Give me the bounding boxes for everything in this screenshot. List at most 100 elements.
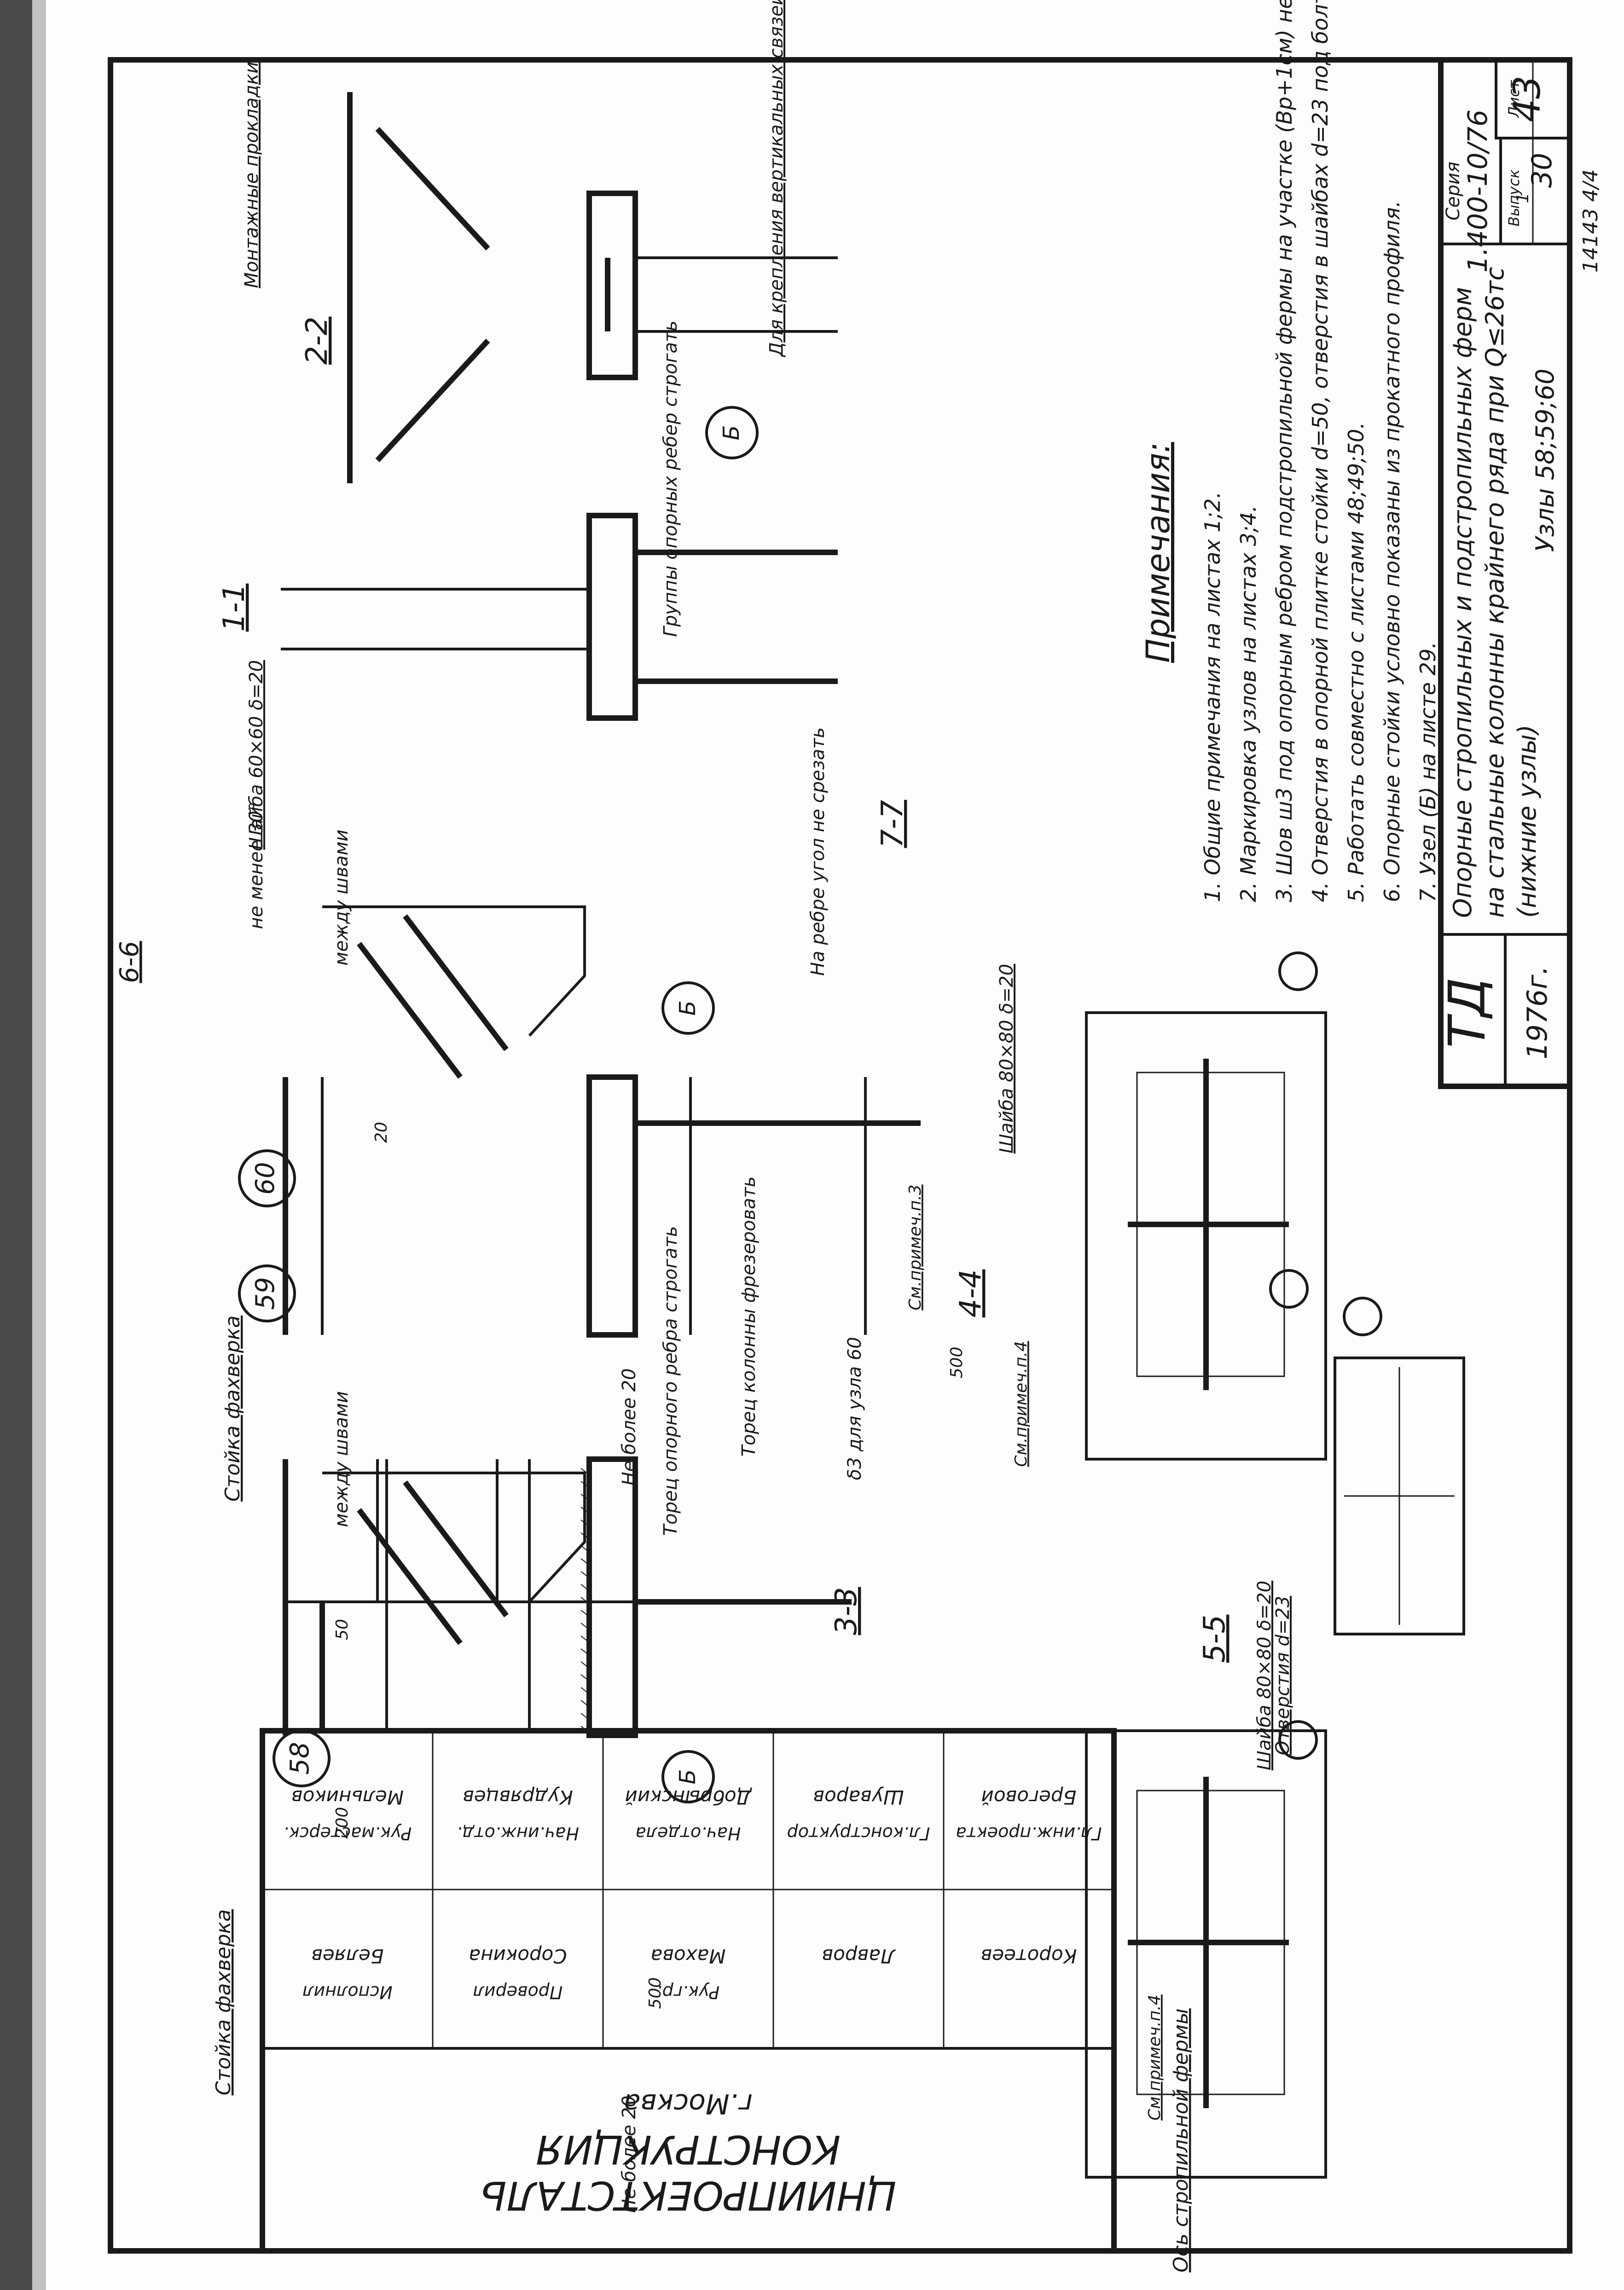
page-number: 43 bbox=[1506, 75, 1549, 122]
signature-cell: Рук.гр. Махова bbox=[650, 1945, 725, 2002]
drawing-frame bbox=[108, 57, 1572, 2254]
note-item: 4. Отверстия в опорной плитке стойки d=5… bbox=[1308, 0, 1333, 902]
year: 1976г. bbox=[1521, 966, 1554, 1059]
node-58-view: 58 Б 3-3 Стойка фахверка 500 200 50 Не б… bbox=[212, 1176, 864, 2213]
signature-cell: Лавров bbox=[822, 1945, 896, 1967]
notes-heading: Примечания: bbox=[1139, 442, 1177, 663]
label-see-note4: См.примеч.п.4 bbox=[1012, 1341, 1031, 1467]
section-1-1: 1-1 bbox=[217, 584, 251, 632]
node-mark-b-58: Б bbox=[675, 1769, 701, 1785]
node-mark-b-60: Б bbox=[675, 1001, 701, 1016]
note-item: 6. Опорные стойки условно показаны из пр… bbox=[1380, 201, 1404, 902]
signature-cell: Исполнил Беляев bbox=[302, 1945, 393, 2002]
section-3-3: 3-3 bbox=[829, 1587, 864, 1635]
label-see-note3: См.примеч.п.3 bbox=[906, 1184, 925, 1310]
label-mounting-pads: Монтажные прокладки bbox=[241, 62, 262, 288]
nodes-caption: Узлы 58;59;60 bbox=[1531, 369, 1560, 552]
signature-name: Сорокина bbox=[469, 1945, 567, 1967]
label-column-fachwerk-left: Стойка фахверка bbox=[212, 1909, 235, 2096]
signature-role: Исполнил bbox=[302, 1982, 393, 2002]
signature-role: Гл.конструктор bbox=[787, 1823, 930, 1844]
node-mark-b-22: Б bbox=[719, 425, 744, 441]
sheet-label: Лист bbox=[1505, 80, 1523, 118]
signature-role: Нач.отдела bbox=[635, 1823, 741, 1844]
label-end-column-mill: Торец колонны фрезеровать bbox=[738, 1176, 760, 1456]
dim-500-mid: 500 bbox=[947, 1347, 966, 1379]
note-item: 1. Общие примечания на листах 1;2. bbox=[1200, 492, 1225, 902]
series-label: Серия bbox=[1443, 162, 1464, 220]
org-name-line2: КОНСТРУКЦИЯ bbox=[536, 2126, 841, 2172]
sheet-title: Опорные стропильных и подстропильных фер… bbox=[1448, 267, 1542, 918]
label-between-welds-58: между швами bbox=[331, 1391, 352, 1527]
signature-name: Добрынский bbox=[625, 1786, 753, 1809]
signature-name: Шуваров bbox=[813, 1786, 904, 1809]
signature-name: Кудрявцев bbox=[463, 1786, 573, 1809]
section-5-5: 5-5 bbox=[1198, 1615, 1232, 1663]
signature-name: Беляев bbox=[311, 1945, 383, 1967]
sheet-number: 30 bbox=[1526, 153, 1558, 188]
label-delta3-node60: δ3 для узла 60 bbox=[844, 1337, 865, 1480]
note-item: 5. Работать совместно с листами 48;49;50… bbox=[1344, 422, 1369, 902]
label-not-more-20-b: Не более 20 bbox=[619, 1368, 640, 1486]
signature-role: Нач.инж.отд. bbox=[457, 1823, 579, 1844]
label-not-more-20-a: Не более 20 bbox=[619, 2096, 640, 2213]
org-name: ЦНИИПРОЕКТСТАЛЬ bbox=[479, 2172, 897, 2218]
note-item: 2. Маркировка узлов на листах 3;4. bbox=[1236, 505, 1261, 902]
signature-role: Рук.гр. bbox=[657, 1982, 720, 2002]
dim-50-left: 50 bbox=[333, 1619, 352, 1640]
issue-label: Выпуск bbox=[1505, 169, 1523, 226]
signature-cell: Рук.мастерск. Мельников bbox=[284, 1786, 412, 1844]
label-axis-truss: Ось стропильной фермы bbox=[1169, 2008, 1193, 2273]
signature-cell: Проверил Сорокина bbox=[469, 1945, 567, 2002]
signature-cell: Гл.инж.проекта Бреговой bbox=[956, 1786, 1102, 1844]
signature-name: Бреговой bbox=[981, 1786, 1077, 1809]
dim-200-left: 200 bbox=[333, 1807, 352, 1839]
section-2-2-view: 2-2 Монтажные прокладки Для крепления ве… bbox=[115, 0, 910, 983]
label-not-less-30: не менее 30° bbox=[246, 801, 267, 929]
node-59-60-view: 59 60 Б Стойка фахверка 4-4 500 20 Не бо… bbox=[221, 727, 1031, 1502]
signature-cell: Коротеев bbox=[981, 1945, 1077, 1967]
section-2-2: 2-2 bbox=[300, 317, 334, 365]
section-7-7: 7-7 bbox=[876, 800, 910, 848]
signature-name: Махова bbox=[650, 1945, 725, 1967]
title-block: ТД 1976г. Опорные стропильных и подстроп… bbox=[1438, 57, 1572, 1089]
handwritten-sheet-no: 14143 4/4 bbox=[1579, 169, 1602, 273]
node-mark-59: 59 bbox=[250, 1277, 280, 1310]
signature-cell: Гл.конструктор Шуваров bbox=[787, 1786, 930, 1844]
section-6-6: 6-6 bbox=[115, 941, 145, 983]
node-mark-60: 60 bbox=[250, 1162, 280, 1194]
label-see-note4b: См.примеч.п.4 bbox=[1145, 1994, 1164, 2120]
signature-name: Лавров bbox=[822, 1945, 896, 1967]
stamp-td: ТД bbox=[1438, 977, 1496, 1048]
binding-edge bbox=[0, 0, 32, 2290]
label-group-ribs: Группы опорных ребер строгать bbox=[660, 320, 681, 637]
note-item: 3. Шов ш3 под опорным ребром подстропиль… bbox=[1272, 0, 1297, 902]
notes-block: Примечания: 1. Общие примечания на листа… bbox=[1139, 0, 1440, 902]
section-4-4: 4-4 bbox=[954, 1270, 988, 1318]
signature-cell: Нач.отдела Добрынский bbox=[625, 1786, 753, 1844]
note-item: 7. Узел (Б) на листе 29. bbox=[1415, 642, 1440, 902]
node-mark-58: 58 bbox=[285, 1742, 315, 1774]
label-washer-a: Шайба 80×80 δ=20 bbox=[996, 964, 1017, 1154]
label-rib-corner: На ребре угол не срезать bbox=[807, 727, 829, 976]
label-end-rib-plane: Торец опорного ребра строгать bbox=[660, 1226, 681, 1536]
dim-500-left: 500 bbox=[646, 1977, 665, 2009]
signature-cell: Нач.инж.отд. Кудрявцев bbox=[457, 1786, 579, 1844]
plan-4-4 bbox=[1085, 951, 1327, 1461]
plan-5-5: 5-5 Отверстия d=23 bbox=[1198, 1297, 1465, 1755]
org-name-group: ЦНИИПРОЕКТСТАЛЬ КОНСТРУКЦИЯ г.Москва bbox=[479, 2087, 897, 2218]
plan-3-3: Шайба 80×80 δ=20 Ось стропильной фермы С… bbox=[1085, 1581, 1327, 2273]
signature-role: Проверил bbox=[473, 1982, 563, 2002]
series-number: 1.400-10/76 bbox=[1462, 110, 1493, 272]
label-between-welds-60: между швами bbox=[331, 829, 352, 966]
label-for-bracing: Для крепления вертикальных связей bbox=[766, 0, 787, 358]
signature-role: Рук.мастерск. bbox=[284, 1823, 412, 1844]
label-column-fachwerk-mid: Стойка фахверка bbox=[221, 1316, 244, 1502]
section-1-1-view: 1-1 Шайба 60×60 δ=20 не менее 30° Группы… bbox=[217, 320, 838, 929]
dim-20: 20 bbox=[372, 1122, 391, 1143]
signature-role: Гл.инж.проекта bbox=[956, 1823, 1102, 1844]
signature-name: Мельников bbox=[291, 1786, 404, 1809]
org-city: г.Москва bbox=[624, 2087, 753, 2120]
label-washer-b: Шайба 80×80 δ=20 bbox=[1254, 1581, 1275, 1770]
